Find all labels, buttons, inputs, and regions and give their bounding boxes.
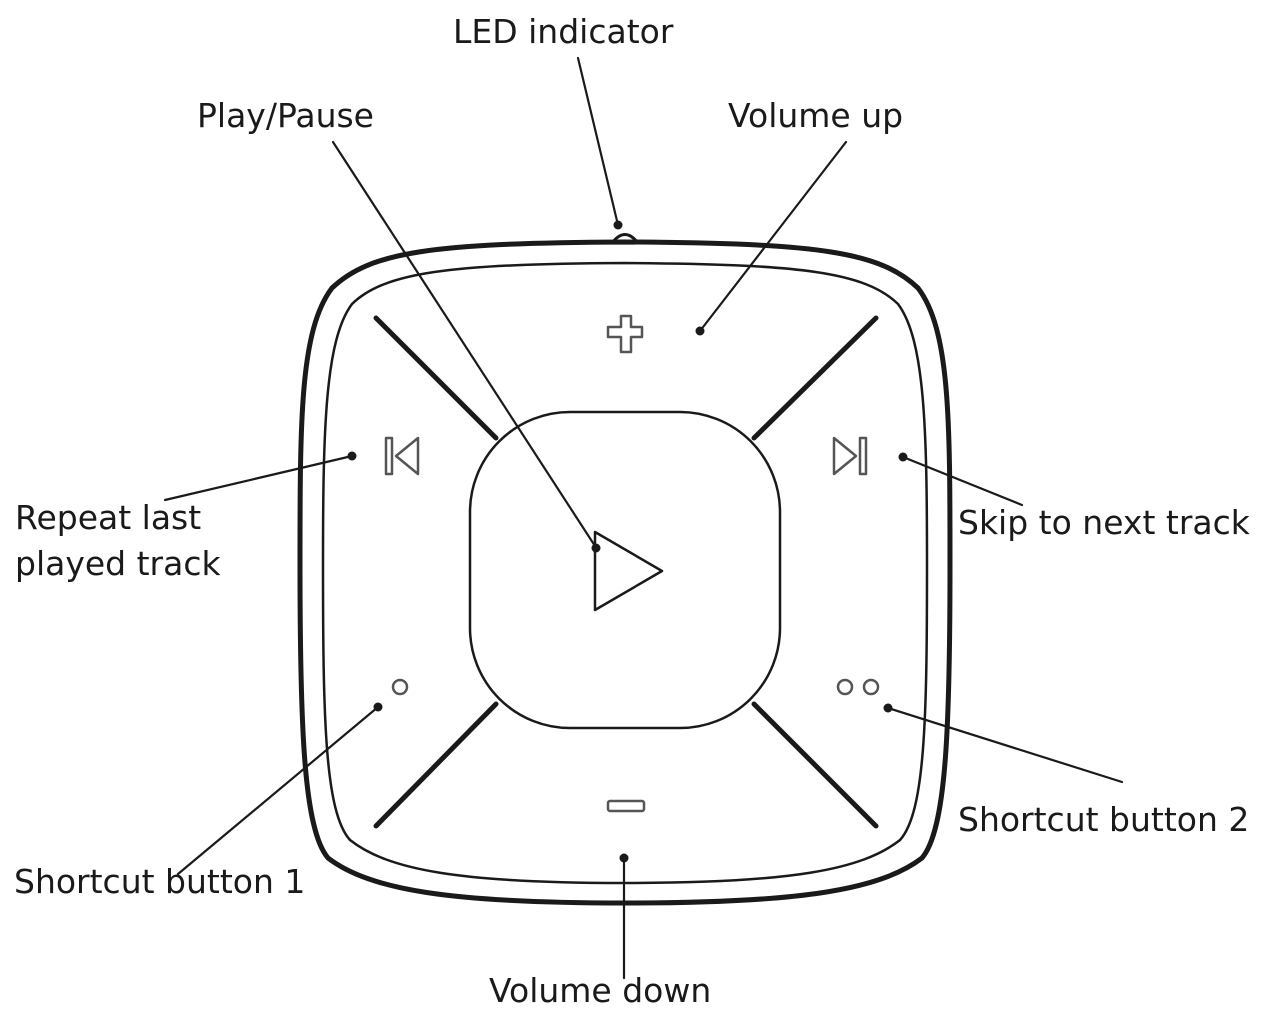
leader-play-pause bbox=[331, 140, 597, 548]
leader-shortcut1 bbox=[176, 705, 380, 876]
dot-shortcut2 bbox=[883, 703, 893, 713]
dot-volume-down bbox=[619, 853, 629, 863]
dot-led bbox=[613, 220, 623, 230]
double-dot-icon[interactable] bbox=[836, 678, 880, 696]
dot-shortcut1 bbox=[373, 702, 383, 712]
dot-play-pause bbox=[591, 543, 601, 553]
label-skip-next: Skip to next track bbox=[958, 503, 1250, 542]
label-repeat-line2: played track bbox=[15, 544, 221, 583]
label-play-pause: Play/Pause bbox=[197, 96, 374, 135]
minus-icon[interactable] bbox=[606, 799, 646, 813]
divider-top-left bbox=[373, 315, 499, 441]
label-volume-up: Volume up bbox=[728, 96, 904, 135]
leader-shortcut2 bbox=[886, 706, 1124, 784]
label-led-indicator: LED indicator bbox=[453, 12, 674, 51]
leader-led bbox=[576, 56, 620, 227]
label-shortcut1: Shortcut button 1 bbox=[14, 862, 306, 901]
label-repeat-line1: Repeat last bbox=[15, 498, 202, 537]
skip-next-icon[interactable] bbox=[832, 436, 868, 476]
play-triangle-icon[interactable] bbox=[593, 530, 664, 612]
dot-volume-up bbox=[695, 326, 705, 336]
dot-skip-next bbox=[898, 452, 908, 462]
dot-repeat bbox=[347, 451, 357, 461]
skip-previous-icon[interactable] bbox=[384, 436, 420, 476]
plus-icon[interactable] bbox=[606, 314, 644, 354]
play-pause-button[interactable] bbox=[468, 410, 782, 730]
divider-top-right bbox=[751, 315, 879, 441]
label-shortcut2: Shortcut button 2 bbox=[958, 800, 1250, 839]
leader-volume-up bbox=[698, 140, 848, 333]
label-volume-down: Volume down bbox=[489, 971, 712, 1010]
divider-bottom-left bbox=[373, 701, 499, 829]
divider-bottom-right bbox=[751, 701, 879, 829]
leader-skip-next bbox=[901, 455, 1024, 507]
leader-repeat bbox=[163, 454, 354, 502]
single-dot-icon[interactable] bbox=[391, 678, 409, 696]
